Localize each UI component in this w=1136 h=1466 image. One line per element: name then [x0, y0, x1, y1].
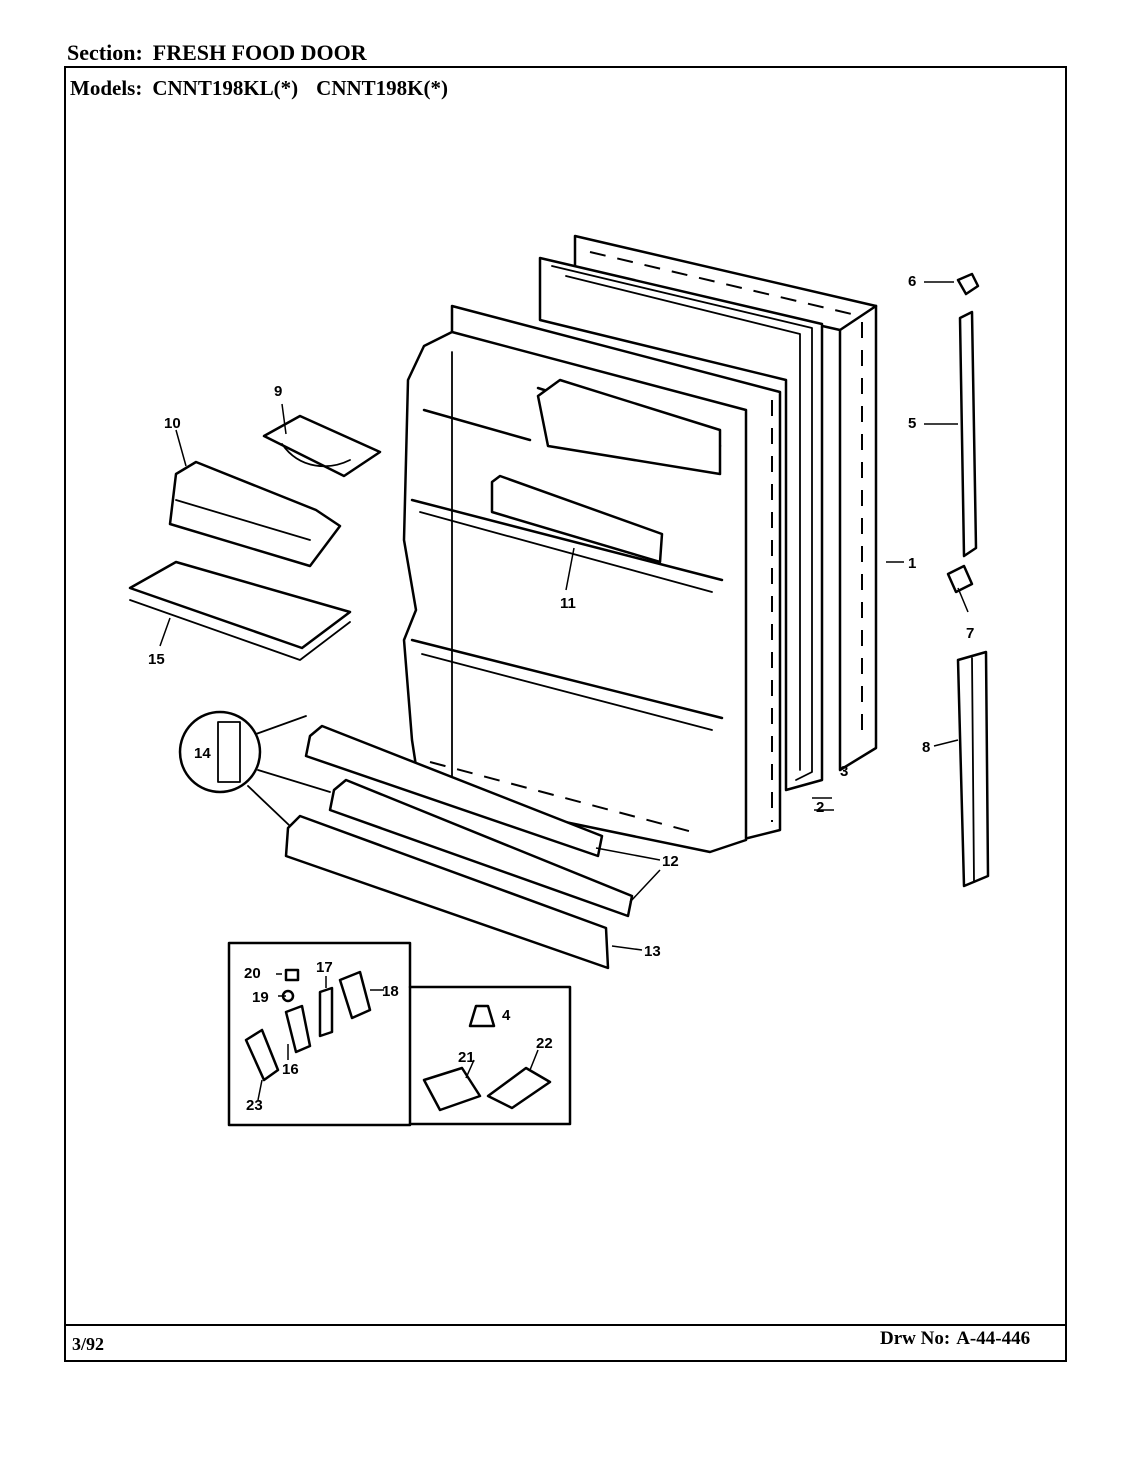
hinge-hardware-box-left	[227, 941, 412, 1127]
part-label-9: 9	[274, 383, 282, 400]
dairy-compartment	[168, 460, 342, 568]
hinge-pin	[284, 968, 300, 982]
part-label-2: 2	[816, 799, 824, 816]
hinge-plate	[486, 1066, 552, 1110]
shelf-clip-detail	[178, 710, 331, 827]
drawing-frame	[64, 66, 1067, 1362]
part-label-7: 7	[966, 625, 974, 642]
part-label-3: 3	[840, 763, 848, 780]
door-liner-front	[402, 330, 748, 854]
date-code: 3/92	[72, 1334, 105, 1354]
part-label-6: 6	[908, 273, 916, 290]
leader-lines	[159, 281, 969, 1101]
part-label-16: 16	[282, 1061, 299, 1078]
door-handle-trim-upper	[958, 310, 978, 558]
door-gasket	[538, 256, 824, 792]
egg-tray	[128, 560, 352, 661]
footer-divider	[64, 1324, 1067, 1326]
hinge-bracket-upper	[338, 970, 372, 1020]
hinge-bushing	[468, 1004, 496, 1028]
model-number-2: CNNT198K(*)	[316, 76, 448, 100]
part-label-8: 8	[922, 739, 930, 756]
part-label-11: 11	[560, 595, 576, 612]
hinge-cap-lower	[946, 564, 974, 594]
part-label-17: 17	[316, 959, 333, 976]
part-label-13: 13	[644, 943, 661, 960]
part-label-1: 1	[908, 555, 916, 572]
door-shelf-bar-upper	[304, 724, 604, 858]
door-shelf-bar-lower	[284, 814, 610, 970]
model-number-1: CNNT198KL(*)	[152, 76, 299, 100]
drawing-number-value: A-44-446	[956, 1328, 1031, 1349]
models-label: Models:	[70, 76, 143, 100]
part-label-19: 19	[252, 989, 269, 1006]
section-name: FRESH FOOD DOOR	[152, 40, 367, 65]
part-label-21: 21	[458, 1049, 475, 1066]
part-labels: 1 2 3 4 5 6 7 8 9 10 11 12 13 14 15 16 1…	[148, 273, 974, 1114]
hinge-shim	[318, 986, 334, 1038]
part-label-23: 23	[246, 1097, 263, 1114]
part-label-20: 20	[244, 965, 261, 982]
drawing-number-label: Drw No:	[880, 1328, 951, 1349]
drawing-number: Drw No:A-44-446	[880, 1328, 1030, 1350]
door-shelf-bar-middle	[328, 778, 634, 918]
part-label-12: 12	[662, 853, 679, 870]
part-label-18: 18	[382, 983, 399, 1000]
dairy-cover	[262, 414, 382, 478]
section-title: Section: FRESH FOOD DOOR	[67, 40, 367, 66]
hinge-cam	[284, 1004, 312, 1054]
models-line: Models: CNNT198KL(*) CNNT198K(*)	[70, 76, 466, 101]
part-label-15: 15	[148, 651, 165, 668]
hinge-bracket-lower	[422, 1066, 482, 1112]
section-label: Section:	[67, 40, 143, 65]
part-label-5: 5	[908, 415, 916, 432]
hinge-cap-top	[956, 272, 980, 296]
door-handle-trim-lower	[956, 650, 990, 888]
part-label-14: 14	[194, 745, 211, 762]
part-label-4: 4	[502, 1007, 511, 1024]
part-label-10: 10	[164, 415, 181, 432]
hinge-hardware-box-right	[408, 985, 572, 1126]
hinge-block	[244, 1028, 280, 1082]
part-label-22: 22	[536, 1035, 553, 1052]
